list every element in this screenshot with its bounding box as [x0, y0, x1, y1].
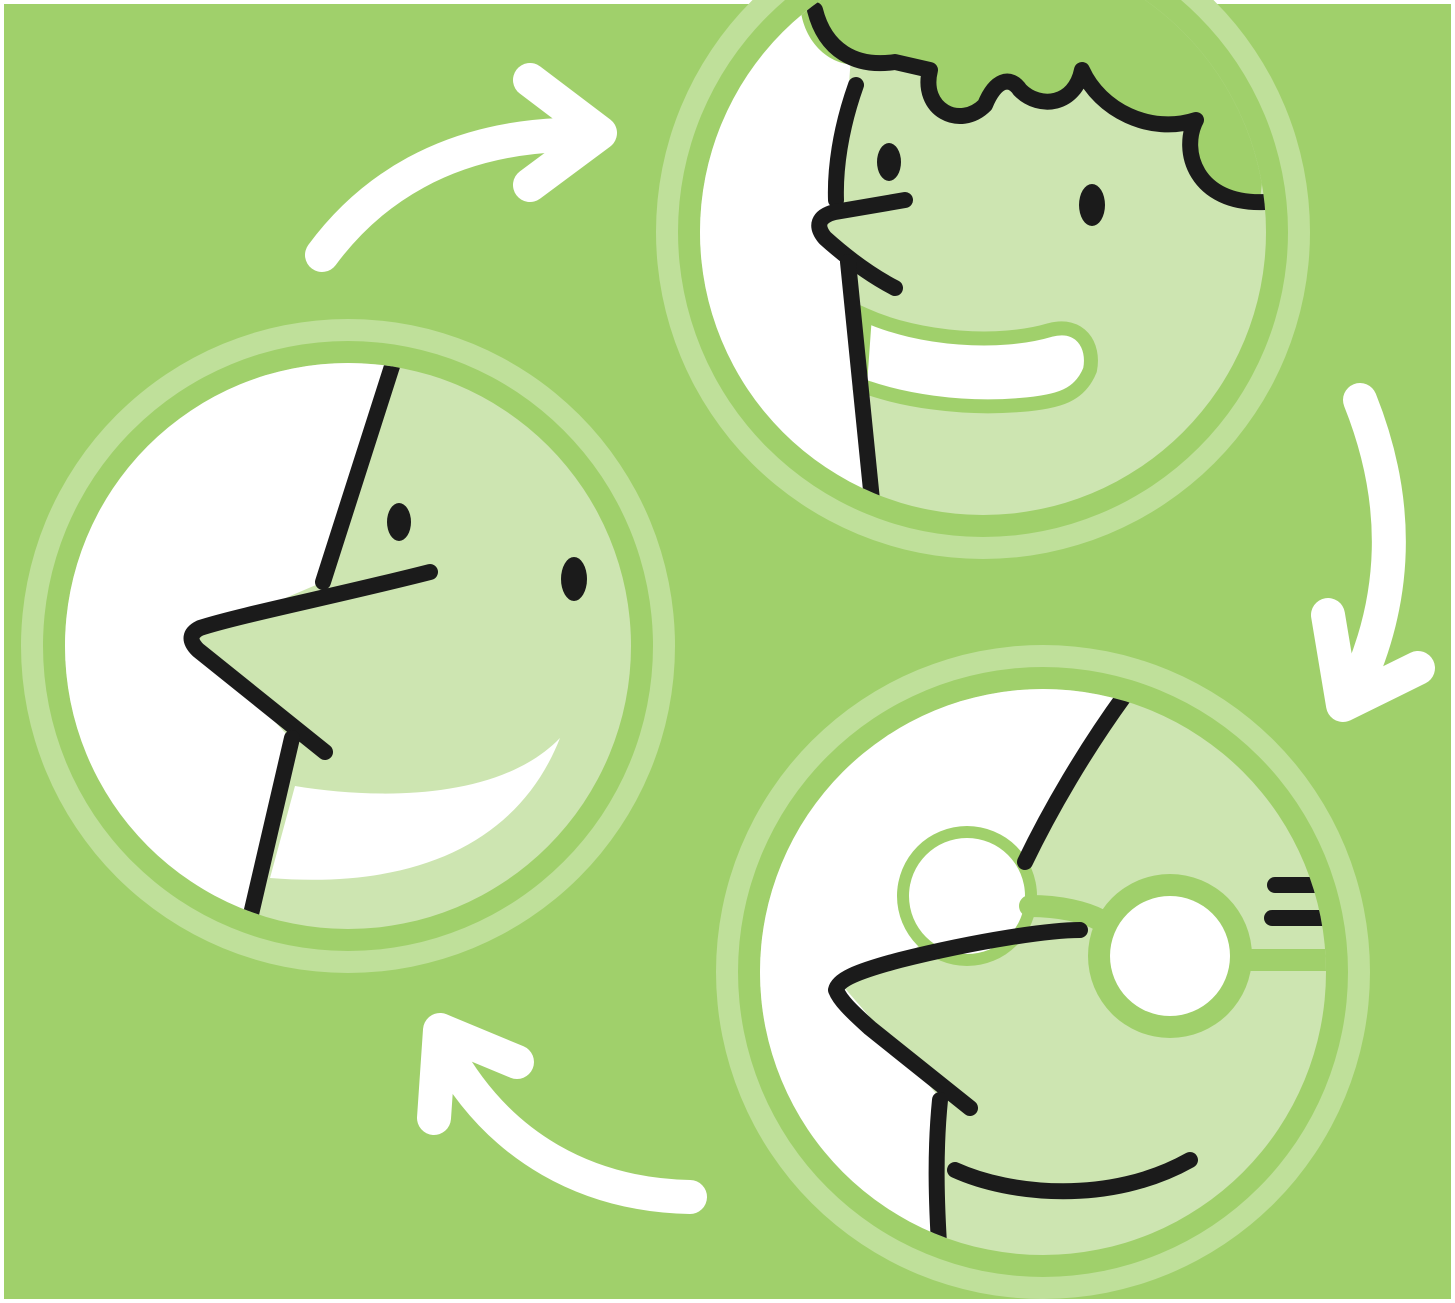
face-top-eye-right — [1079, 184, 1105, 226]
face-left-eye-right — [561, 557, 587, 601]
face-left-eye-left — [387, 503, 411, 541]
face-bottom-glasses-lens-right-inner — [1110, 896, 1230, 1016]
face-bottom-right — [716, 645, 1370, 1299]
face-top-eye-left — [877, 143, 901, 181]
face-left — [21, 319, 675, 973]
